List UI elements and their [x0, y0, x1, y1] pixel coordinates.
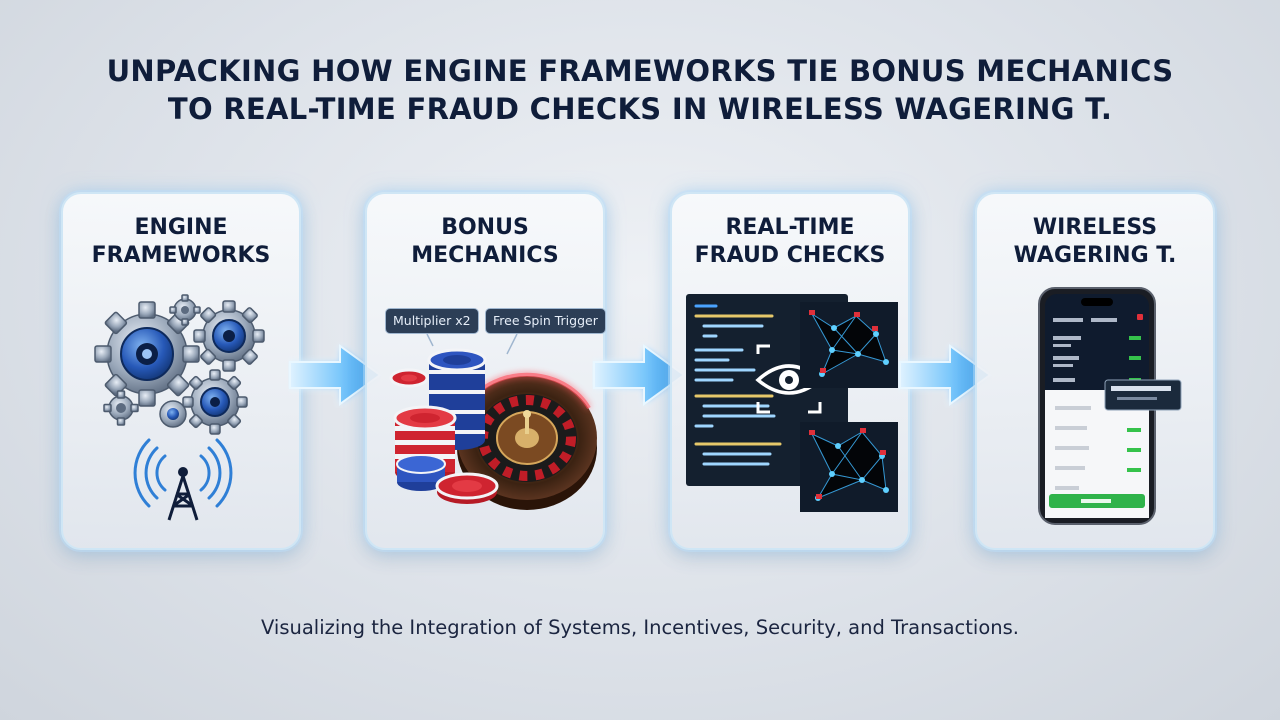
card-title-line-1: ENGINE	[134, 215, 228, 240]
title-line-2: TO REAL-TIME FRAUD CHECKS IN WIRELESS WA…	[167, 92, 1113, 126]
card-title-line-1: BONUS	[441, 215, 529, 240]
gears-icon	[94, 294, 265, 435]
title-line-1: UNPACKING HOW ENGINE FRAMEWORKS TIE BONU…	[106, 54, 1174, 88]
card-title-line-2: MECHANICS	[411, 243, 559, 268]
page-subtitle: Visualizing the Integration of Systems, …	[261, 616, 1019, 639]
card-title-line-1: WIRELESS	[1032, 215, 1158, 240]
multiplier-tag: Multiplier x2	[385, 308, 479, 334]
card-title-line-2: FRAMEWORKS	[91, 243, 271, 268]
smartphone-icon	[1038, 287, 1182, 525]
arrow-right-icon	[899, 344, 992, 406]
card-title-line-2: WAGERING T.	[1013, 243, 1177, 268]
page-title: UNPACKING HOW ENGINE FRAMEWORKS TIE BONU…	[0, 52, 1280, 128]
arrow-right-icon	[593, 344, 686, 406]
card-fraud-checks: REAL-TIME FRAUD CHECKS	[670, 192, 910, 550]
free-spin-tag: Free Spin Trigger	[485, 308, 606, 334]
card-title: WIRELESS WAGERING T.	[977, 214, 1213, 270]
card-title: BONUS MECHANICS	[367, 214, 603, 270]
card-title: REAL-TIME FRAUD CHECKS	[672, 214, 908, 270]
card-bonus-mechanics: BONUS MECHANICS Multiplier x2 Free Spin …	[365, 192, 606, 550]
card-title-line-1: REAL-TIME	[725, 215, 855, 240]
card-wireless-wagering: WIRELESS WAGERING T.	[975, 192, 1215, 550]
card-title: ENGINE FRAMEWORKS	[63, 214, 299, 270]
card-engine-frameworks: ENGINE FRAMEWORKS	[61, 192, 301, 550]
card-title-line-2: FRAUD CHECKS	[694, 243, 886, 268]
code-panel-icon	[686, 294, 848, 486]
arrow-right-icon	[289, 344, 382, 406]
